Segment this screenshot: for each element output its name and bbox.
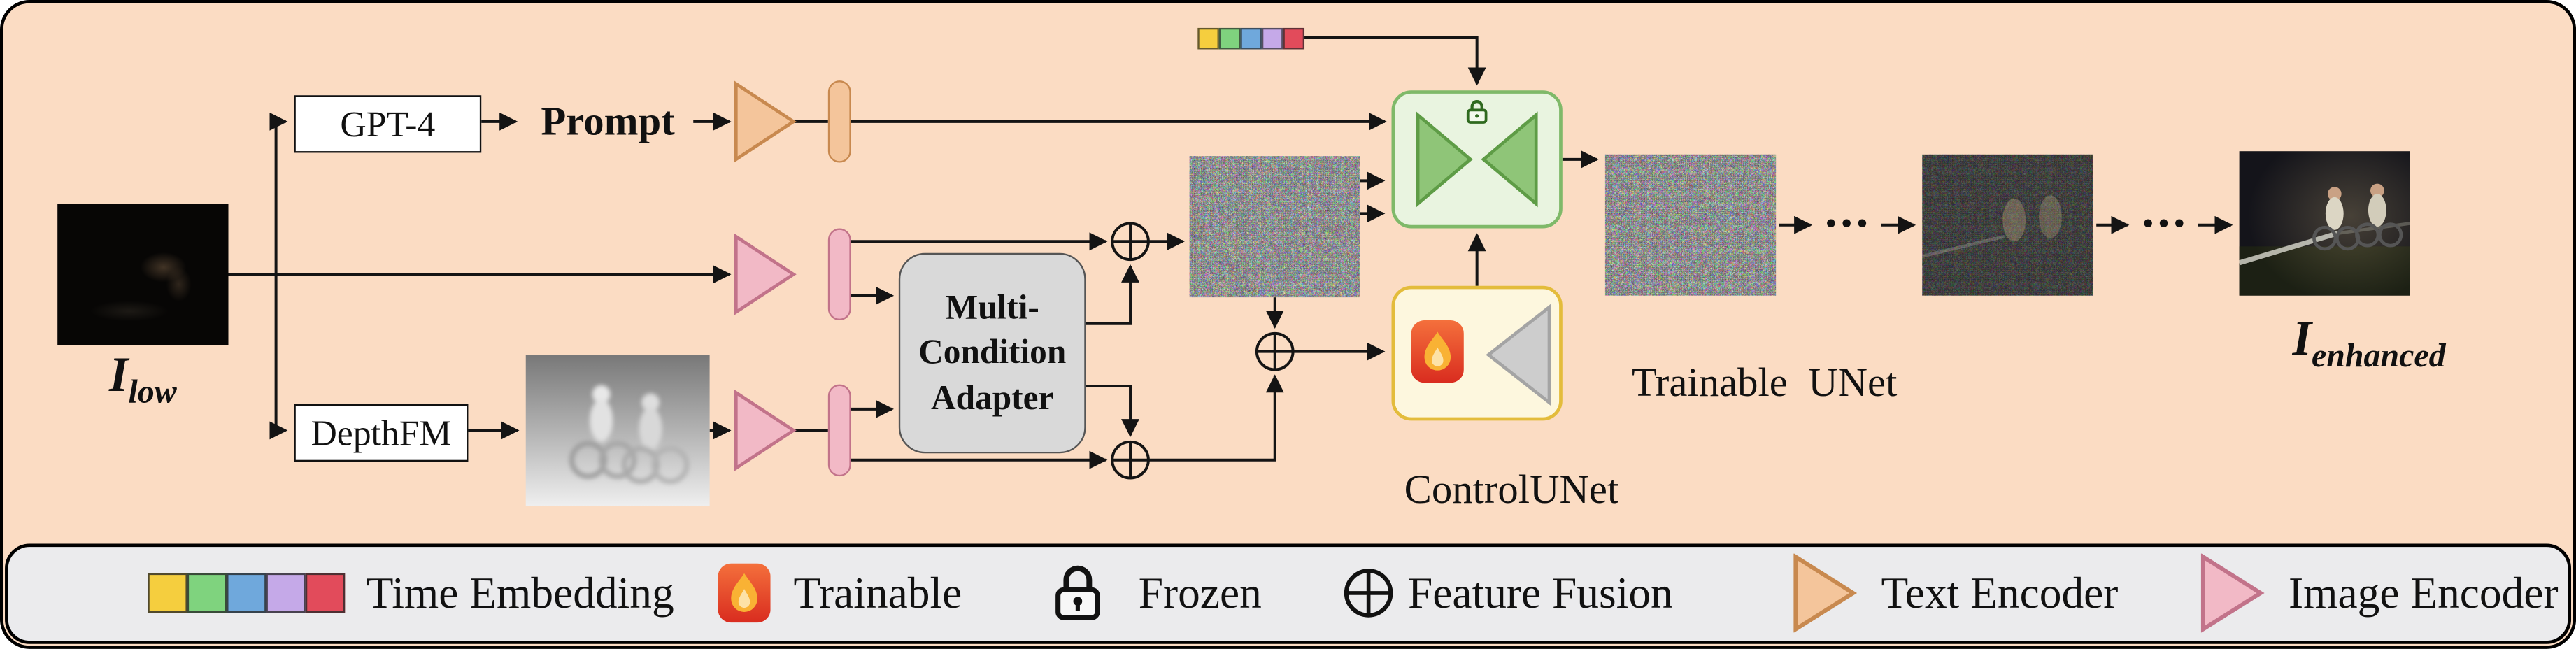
time-square-blue <box>1240 27 1262 50</box>
adapter-line3: Adapter <box>931 377 1054 417</box>
frozen-lock-icon <box>1466 100 1488 124</box>
time-embedding-squares <box>1197 27 1305 50</box>
lock-icon <box>1055 565 1100 620</box>
unet-bowtie-icon <box>1416 111 1538 208</box>
time-square-red <box>1283 27 1305 50</box>
depthfm-node: DepthFM <box>294 404 469 462</box>
legend-time-embedding-squares <box>148 573 346 613</box>
time-square-purple <box>1261 27 1283 50</box>
trainable-unet-label: Trainable UNet <box>1631 361 1898 406</box>
legend-label-trainable: Trainable <box>793 568 962 618</box>
legend-square-green <box>187 573 227 613</box>
i-low-base: I <box>109 348 129 403</box>
text-encoder-legend-icon <box>1793 553 1858 633</box>
control-unet-label: ControlUNet <box>1404 468 1619 513</box>
time-square-yellow <box>1197 27 1219 50</box>
legend-square-blue <box>227 573 266 613</box>
text-encoder-icon <box>734 80 797 163</box>
legend-label-feature-fusion: Feature Fusion <box>1408 568 1673 618</box>
control-unet-triangle-icon <box>1486 304 1551 406</box>
enhanced-output-image <box>2239 151 2410 296</box>
legend-label-time-embedding: Time Embedding <box>366 568 674 618</box>
image-embedding-bar-bottom <box>827 384 851 477</box>
adapter-line2: Condition <box>918 332 1067 372</box>
multi-condition-adapter: Multi- Condition Adapter <box>898 252 1086 454</box>
ellipsis-2: ... <box>2142 184 2189 238</box>
time-square-green <box>1218 27 1241 50</box>
i-low-sub: low <box>128 374 177 411</box>
ellipsis-1: ... <box>1825 184 1872 238</box>
image-encoder-icon-top <box>734 233 797 315</box>
control-unet-box <box>1391 285 1563 421</box>
plus-circle-icon <box>1344 569 1393 618</box>
legend-label-text-encoder: Text Encoder <box>1881 568 2119 618</box>
noise-latent-3 <box>1922 154 2093 296</box>
i-enhanced-label: Ienhanced <box>2205 312 2533 376</box>
flame-icon <box>718 563 771 623</box>
i-low-label: Ilow <box>41 348 245 413</box>
trainable-unet-box <box>1391 90 1563 229</box>
i-enhanced-base: I <box>2292 312 2312 366</box>
legend-bar: Time Embedding Trainable Frozen Feature … <box>5 543 2572 644</box>
text-embedding-bar <box>827 80 851 163</box>
legend-label-frozen: Frozen <box>1138 568 1262 618</box>
depth-map-image <box>525 355 710 506</box>
adapter-line1: Multi- <box>945 287 1039 327</box>
image-encoder-legend-icon <box>2200 553 2265 633</box>
legend-square-purple <box>266 573 306 613</box>
gpt4-node: GPT-4 <box>294 95 482 153</box>
legend-label-image-encoder: Image Encoder <box>2289 568 2559 618</box>
i-enhanced-sub: enhanced <box>2312 338 2446 375</box>
prompt-label: Prompt <box>541 99 675 144</box>
gpt4-label: GPT-4 <box>340 102 436 144</box>
image-embedding-bar-top <box>827 228 851 321</box>
depthfm-label: DepthFM <box>311 411 452 453</box>
legend-square-red <box>305 573 346 613</box>
image-encoder-icon-bottom <box>734 390 797 471</box>
trainable-flame-icon <box>1411 320 1464 383</box>
noise-latent-2 <box>1604 154 1777 296</box>
low-light-input-image <box>57 204 229 345</box>
noise-latent-1 <box>1189 156 1360 298</box>
legend-square-yellow <box>148 573 187 613</box>
